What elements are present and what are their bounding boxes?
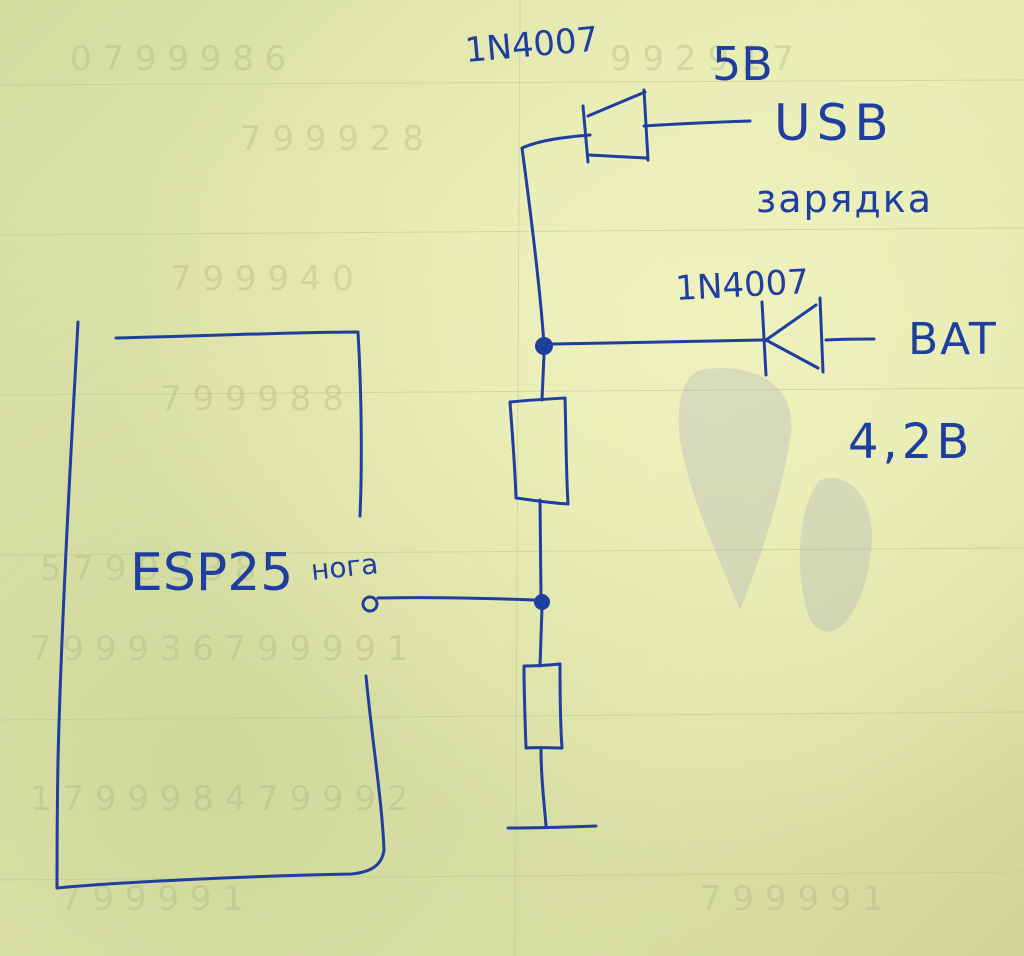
bat-voltage-label: 4,2В [848, 414, 973, 470]
svg-text:7 9 9 9 2 8: 7 9 9 9 2 8 [240, 119, 424, 159]
svg-text:7 9 9 9 4 0: 7 9 9 9 4 0 [170, 259, 354, 299]
water-stain [678, 368, 872, 632]
wire-mid-to-mcu-pin [376, 596, 536, 602]
wire-junction-to-resistor [540, 353, 546, 402]
svg-text:1 7 9 9 9 8 4 7 9 9 9 2: 1 7 9 9 9 8 4 7 9 9 9 2 [30, 779, 408, 819]
svg-text:5 7 9 9 3 3 8: 5 7 9 9 3 3 8 [40, 549, 256, 589]
resistor-bottom [522, 662, 564, 750]
mcu-label: ESP25 [130, 543, 293, 603]
svg-text:7 9 9 9 3 6 7 9 9 9 9 1: 7 9 9 9 3 6 7 9 9 9 9 1 [30, 629, 408, 669]
bat-label: BAT [908, 314, 998, 365]
usb-label: USB [774, 94, 895, 152]
ground-symbol [506, 824, 598, 830]
usb-voltage-label: 5В [712, 37, 773, 91]
usb-diode [581, 88, 752, 164]
page-bleed-through: 0 7 9 9 9 8 6 9 9 2 9 1 7 7 9 9 9 2 8 7 … [30, 39, 884, 919]
resistor-top [508, 396, 570, 506]
junction-top [535, 337, 553, 355]
svg-text:0 7 9 9 9 8 6: 0 7 9 9 9 8 6 [70, 39, 286, 79]
svg-text:9 9 2 9 1 7: 9 9 2 9 1 7 [610, 39, 794, 79]
bat-diode [760, 296, 876, 377]
mcu-pin-label: нога [309, 547, 379, 587]
junction-middle [534, 594, 550, 610]
bat-diode-part-label: 1N4007 [674, 262, 810, 309]
usb-diode-part-label: 1N4007 [463, 19, 600, 70]
svg-text:7 9 9 9 8 8: 7 9 9 9 8 8 [160, 379, 344, 419]
wire-usb-to-junction [520, 133, 592, 347]
mcu-board [55, 320, 386, 890]
wire-to-ground [539, 748, 548, 828]
svg-text:7 9 9 9 9 1: 7 9 9 9 9 1 [700, 879, 884, 919]
mcu-pin-marker [361, 595, 379, 613]
wire-resistor-to-mid [538, 498, 543, 600]
charging-label: зарядка [756, 177, 933, 221]
wire-bat-to-junction [551, 338, 764, 346]
wire-mid-to-resistor [538, 606, 544, 668]
